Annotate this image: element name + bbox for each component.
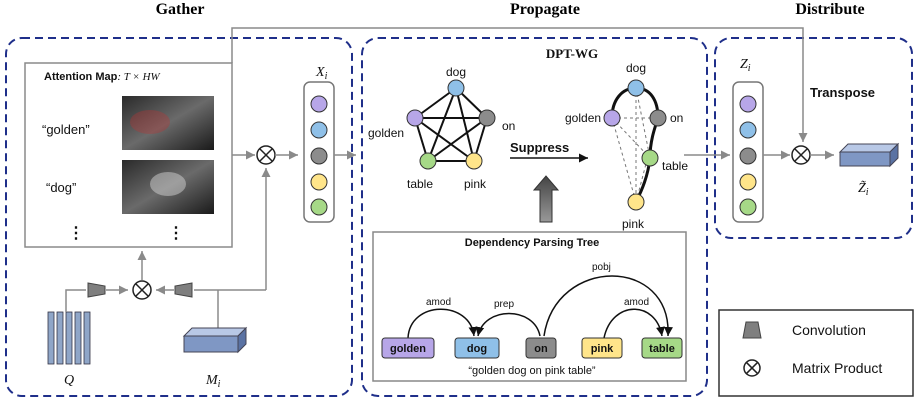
sparse-node-golden [603, 109, 621, 127]
attention-map-title: Attention Map: T × HW [44, 71, 161, 83]
tree-word-golden [381, 337, 435, 359]
z-node-purple [739, 95, 757, 113]
stage-title-propagate: Propagate [510, 1, 580, 18]
graph-node-pink [465, 152, 483, 170]
tree-to-graph-arrow [532, 175, 560, 223]
tree-word-pink [581, 337, 623, 359]
tree-sentence: “golden dog on pink table” [468, 365, 596, 377]
z-tilde-slab [838, 142, 900, 168]
attention-map-formula: : T × HW [117, 71, 160, 83]
legend-matrix-product-label: Matrix Product [792, 360, 882, 376]
attention-map-label: Attention Map [44, 71, 118, 83]
matrix-product-cross-gather [259, 148, 273, 162]
z-tilde-label: Z̃i [858, 180, 869, 198]
q-label: Q [64, 373, 74, 388]
arc-on-table [543, 275, 673, 337]
sparse-label-golden: golden [565, 111, 601, 125]
graph-label-on: on [502, 119, 515, 133]
dpt-wg-title: DPT-WG [546, 46, 598, 61]
tree-word-label-table: table [649, 343, 675, 355]
z-node-green [739, 198, 757, 216]
convolution-icon-m [174, 282, 193, 298]
arc-label-pobj: pobj [592, 262, 611, 273]
matrix-product-cross-distribute [794, 148, 808, 162]
arc-label-amod-1: amod [426, 297, 451, 308]
tree-word-dog [454, 337, 500, 359]
graph-label-golden: golden [368, 126, 404, 140]
q-feature-bars [47, 311, 91, 365]
z-node-yellow [739, 173, 757, 191]
tree-word-table [641, 337, 683, 359]
attention-image-golden [122, 96, 214, 150]
graph-label-pink: pink [464, 177, 487, 191]
graph-node-dog [447, 79, 465, 97]
matrix-product-cross-qm [135, 283, 149, 297]
x-node-blue [310, 121, 328, 139]
gather-panel [5, 37, 353, 397]
transpose-label: Transpose [810, 85, 875, 100]
sparse-word-graph [610, 86, 660, 203]
x-node-yellow [310, 173, 328, 191]
m-feature-slab [182, 326, 248, 354]
attention-map-box [24, 62, 233, 248]
propagate-panel [361, 37, 708, 397]
dots-left: ⋮ [68, 225, 84, 242]
complete-word-graph [414, 87, 488, 162]
arrow-skip-to-distribute [231, 27, 808, 142]
arc-label-prep: prep [494, 299, 514, 310]
suppress-label: Suppress [510, 140, 569, 155]
tree-word-on [525, 337, 557, 359]
distribute-panel [714, 37, 913, 239]
z-label: Zi [740, 57, 751, 74]
stage-title-distribute: Distribute [795, 1, 864, 18]
legend-convolution-icon [742, 321, 762, 339]
arc-dog-on [475, 312, 541, 337]
arc-golden-dog [407, 308, 478, 339]
x-label: Xi [315, 65, 328, 82]
tree-word-label-golden: golden [390, 343, 426, 355]
graph-label-dog: dog [446, 65, 466, 79]
sparse-node-dog [627, 79, 645, 97]
sparse-node-pink [627, 193, 645, 211]
graph-node-golden [406, 109, 424, 127]
arc-pink-table [603, 308, 665, 339]
sparse-node-table [641, 149, 659, 167]
attention-highlight-golden [130, 110, 170, 134]
m-label: Mi [205, 373, 221, 390]
tree-word-label-pink: pink [591, 343, 614, 355]
sparse-label-on: on [670, 111, 683, 125]
z-node-blue [739, 121, 757, 139]
stage-title-gather: Gather [156, 1, 205, 18]
tree-word-label-on: on [534, 343, 548, 355]
word-dog: “dog” [46, 180, 76, 195]
dots-right: ⋮ [168, 225, 184, 242]
sparse-label-dog: dog [626, 61, 646, 75]
dependency-tree-title: Dependency Parsing Tree [465, 237, 600, 249]
arc-label-amod-2: amod [624, 297, 649, 308]
sparse-label-pink: pink [622, 217, 645, 231]
word-golden: “golden” [42, 122, 90, 137]
graph-node-on [478, 109, 496, 127]
x-node-purple [310, 95, 328, 113]
graph-label-table: table [407, 177, 433, 191]
attention-highlight-dog [150, 172, 186, 196]
x-node-green [310, 198, 328, 216]
legend-matrix-product-cross [745, 361, 759, 375]
sparse-node-on [649, 109, 667, 127]
line-q [65, 289, 86, 312]
legend-convolution-label: Convolution [792, 322, 866, 338]
convolution-icon-q [87, 282, 106, 298]
attention-image-dog [122, 160, 214, 214]
sparse-label-table: table [662, 159, 688, 173]
graph-node-table [419, 152, 437, 170]
tree-word-label-dog: dog [467, 343, 487, 355]
x-node-gray [310, 147, 328, 165]
z-node-gray [739, 147, 757, 165]
